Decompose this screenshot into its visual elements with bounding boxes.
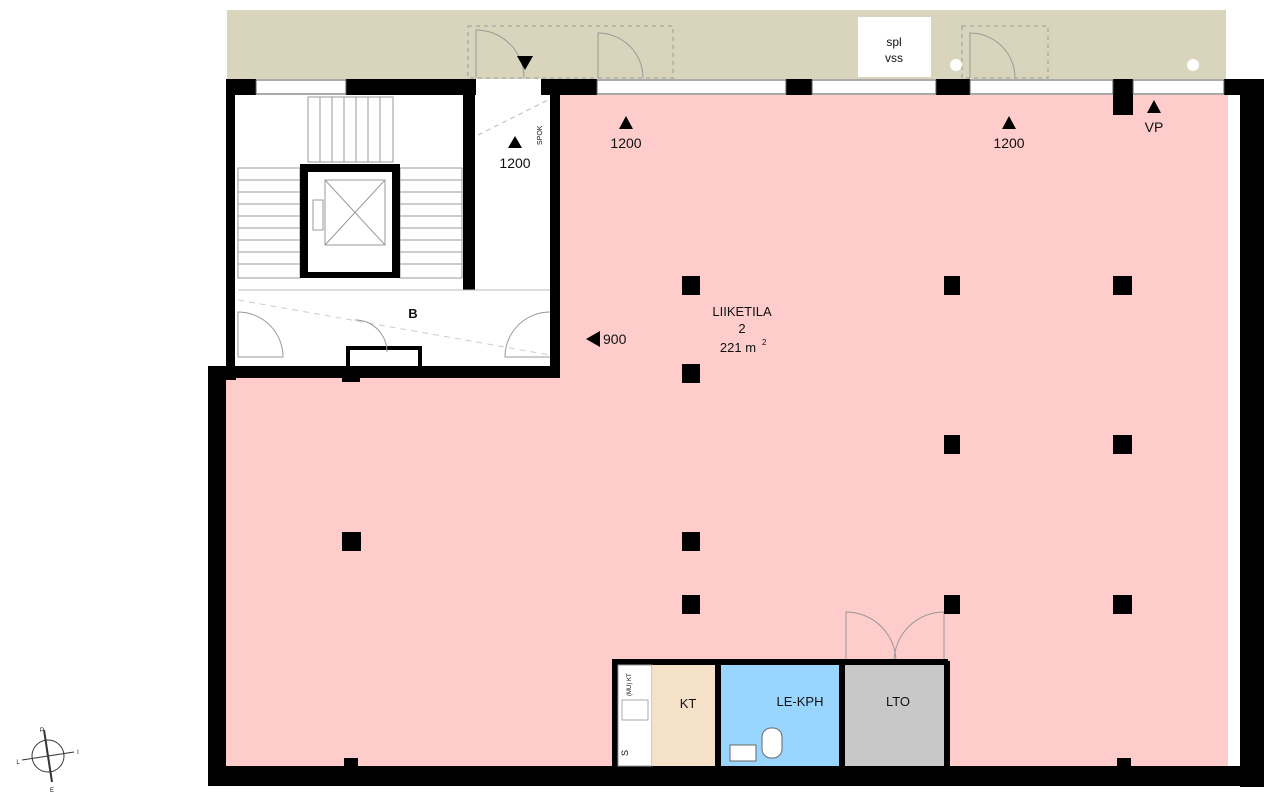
- door-width-top-mid: 1200: [610, 135, 641, 151]
- compass-e: I: [77, 750, 79, 756]
- exterior-walls: [208, 79, 1264, 787]
- entry-arrow-down: [517, 56, 533, 70]
- room-area-sup: 2: [762, 338, 767, 347]
- windows: [255, 79, 1225, 95]
- lto-room: [845, 665, 944, 766]
- downpipe-right: [1187, 59, 1199, 71]
- door-width-top-right: 1200: [993, 135, 1024, 151]
- room-number: 2: [738, 321, 745, 336]
- arrow-up-left: [508, 136, 522, 148]
- le-kph-label: LE-KPH: [777, 694, 824, 709]
- commercial-space[interactable]: [210, 95, 1228, 766]
- compass-n: P: [40, 728, 44, 734]
- vp-label: VP: [1145, 119, 1164, 135]
- lobby-niche: [346, 346, 422, 368]
- s-label: S: [620, 750, 630, 756]
- structural-columns: [216, 276, 1132, 770]
- muikt-label: (MU) KT: [627, 673, 633, 696]
- compass-w: L: [16, 760, 20, 766]
- compass-s: E: [50, 788, 54, 794]
- kt-label: KT: [680, 696, 697, 711]
- spl-vss-box: [858, 17, 931, 77]
- balcony-label-2: vss: [885, 51, 903, 65]
- kt-room: [652, 665, 715, 766]
- compass-icon: [21, 729, 75, 783]
- stair-label: B: [408, 306, 417, 321]
- arrow-up-mid: [619, 116, 633, 129]
- door-width-side: 900: [603, 331, 627, 347]
- door-width-top-left: 1200: [499, 155, 530, 171]
- arrow-left-side: [586, 331, 600, 347]
- terrace-area: [227, 10, 1226, 79]
- door-markers: [508, 56, 1161, 347]
- spok-label: SPOK: [537, 125, 544, 145]
- elevator-shaft: [300, 164, 400, 278]
- room-name: LIIKETILA: [712, 304, 772, 319]
- balcony-label-1: spl: [886, 35, 901, 49]
- lto-label: LTO: [886, 694, 910, 709]
- small-rooms: [612, 659, 950, 767]
- room-area: 221 m: [720, 340, 756, 355]
- arrow-up-vp: [1147, 100, 1161, 113]
- arrow-up-right: [1002, 116, 1016, 129]
- downpipe-left: [950, 59, 962, 71]
